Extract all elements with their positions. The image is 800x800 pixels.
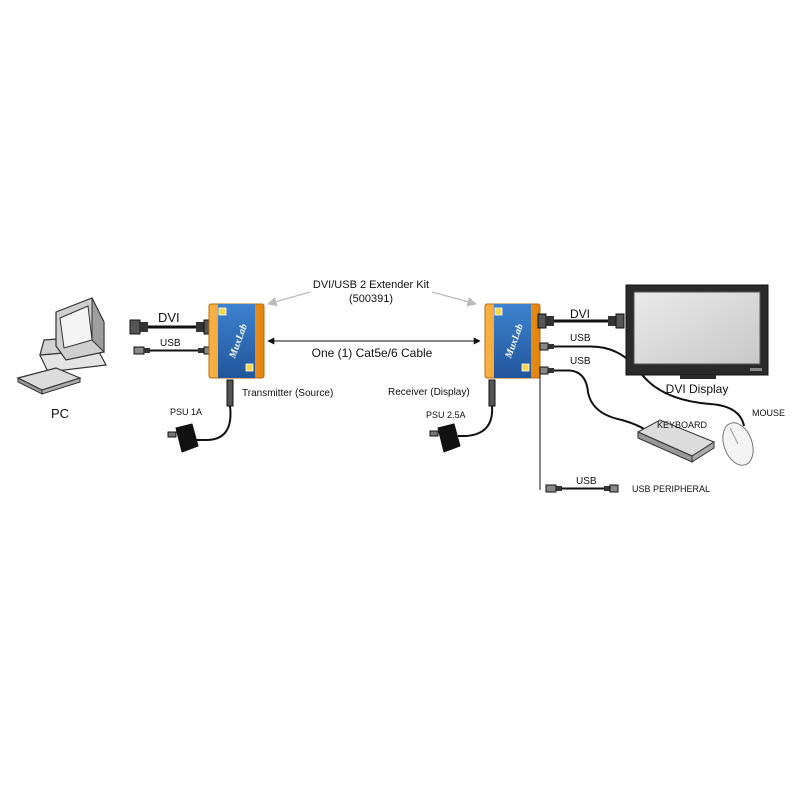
- receiver-device: MuxLab: [484, 303, 541, 379]
- tx-usb-label: USB: [160, 338, 181, 349]
- tx-dvi-cable: [129, 319, 213, 335]
- dvi-display-monitor: [625, 284, 769, 379]
- rx-psu-adapter: [429, 379, 496, 453]
- kit-title: DVI/USB 2 Extender Kit: [313, 279, 429, 291]
- kit-pointer-left: [267, 291, 311, 307]
- rx-usb-1-cable: [539, 342, 745, 427]
- transmitter-device: MuxLab: [208, 303, 265, 379]
- kit-pointer-right: [431, 291, 477, 307]
- rx-dvi-label: DVI: [570, 307, 590, 321]
- rx-usb-2-label: USB: [570, 356, 591, 367]
- rx-usb-1-label: USB: [570, 333, 591, 344]
- keyboard-icon: [636, 419, 716, 463]
- display-label: DVI Display: [666, 382, 729, 396]
- mouse-label: MOUSE: [752, 408, 785, 418]
- rx-usb-2-cable: [539, 366, 647, 431]
- rx-psu-label: PSU 2.5A: [426, 410, 466, 420]
- rx-dvi-cable: [537, 313, 625, 329]
- tx-psu-label: PSU 1A: [170, 407, 202, 417]
- usb-peripheral-cable: [545, 484, 619, 493]
- receiver-label: Receiver (Display): [388, 387, 470, 398]
- cable-label: One (1) Cat5e/6 Cable: [312, 346, 433, 360]
- pc-label: PC: [51, 406, 69, 421]
- tx-dvi-label: DVI: [158, 310, 180, 325]
- keyboard-label: KEYBOARD: [657, 420, 708, 430]
- kit-part-number: (500391): [349, 293, 393, 305]
- transmitter-label: Transmitter (Source): [242, 388, 333, 399]
- periph-usb-label: USB: [576, 476, 597, 487]
- tx-psu-adapter: [167, 379, 234, 453]
- tx-usb-cable: [133, 346, 213, 355]
- pc-computer-icon: [16, 297, 107, 395]
- usb-peripheral-label: USB PERIPHERAL: [632, 484, 710, 494]
- mouse-icon: [722, 422, 754, 466]
